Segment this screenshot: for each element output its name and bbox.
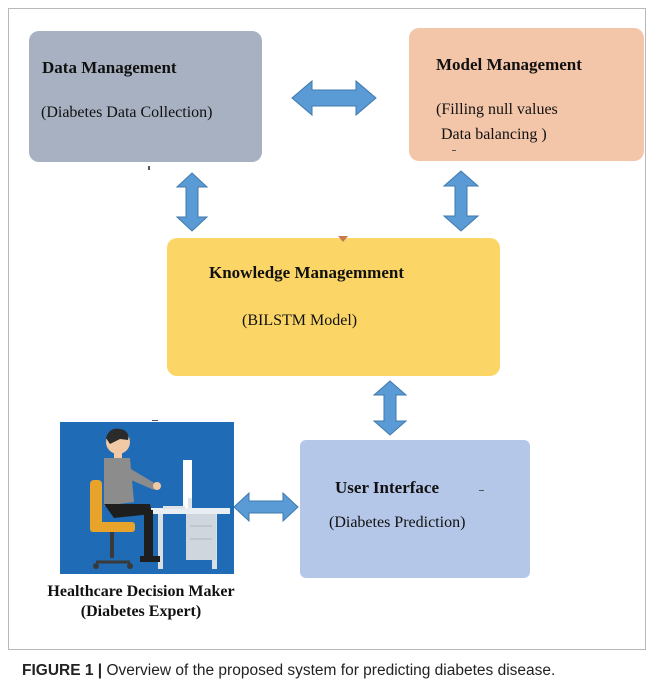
knowledge-management-box: Knowledge Managemment (BILSTM Model) [167,238,500,376]
stray-mark [148,166,150,170]
model-management-box: Model Management (Filling null values Da… [409,28,644,161]
data-management-subtitle: (Diabetes Data Collection) [41,104,213,121]
healthcare-expert-illustration [60,422,234,574]
figure-caption-text: Overview of the proposed system for pred… [102,662,556,679]
figure-caption: FIGURE 1 | Overview of the proposed syst… [22,662,555,680]
knowledge-management-subtitle: (BILSTM Model) [242,312,358,329]
person-label-line2: (Diabetes Expert) [80,603,202,620]
data-management-title: Data Management [42,58,177,77]
user-interface-title: User Interface [335,478,440,497]
stray-mark [338,236,348,242]
person-label-line1: Healthcare Decision Maker [47,583,235,600]
double-arrow-vertical-icon [175,172,209,232]
figure-caption-label: FIGURE 1 | [22,662,103,679]
double-arrow-vertical-icon [442,170,480,232]
user-interface-subtitle: (Diabetes Prediction) [329,514,466,531]
data-management-box: Data Management (Diabetes Data Collectio… [29,31,262,162]
model-management-line1: (Filling null values [436,101,558,118]
stray-mark [452,150,456,151]
stray-mark [479,490,484,491]
model-management-title: Model Management [436,55,582,74]
double-arrow-horizontal-icon [233,491,299,523]
stray-mark [152,420,158,421]
knowledge-management-title: Knowledge Managemment [209,263,405,282]
person-label: Healthcare Decision Maker (Diabetes Expe… [10,582,272,622]
user-interface-box: User Interface (Diabetes Prediction) [300,440,530,578]
model-management-line2: Data balancing ) [441,126,547,143]
double-arrow-horizontal-icon [291,79,377,117]
double-arrow-vertical-icon [372,380,408,436]
